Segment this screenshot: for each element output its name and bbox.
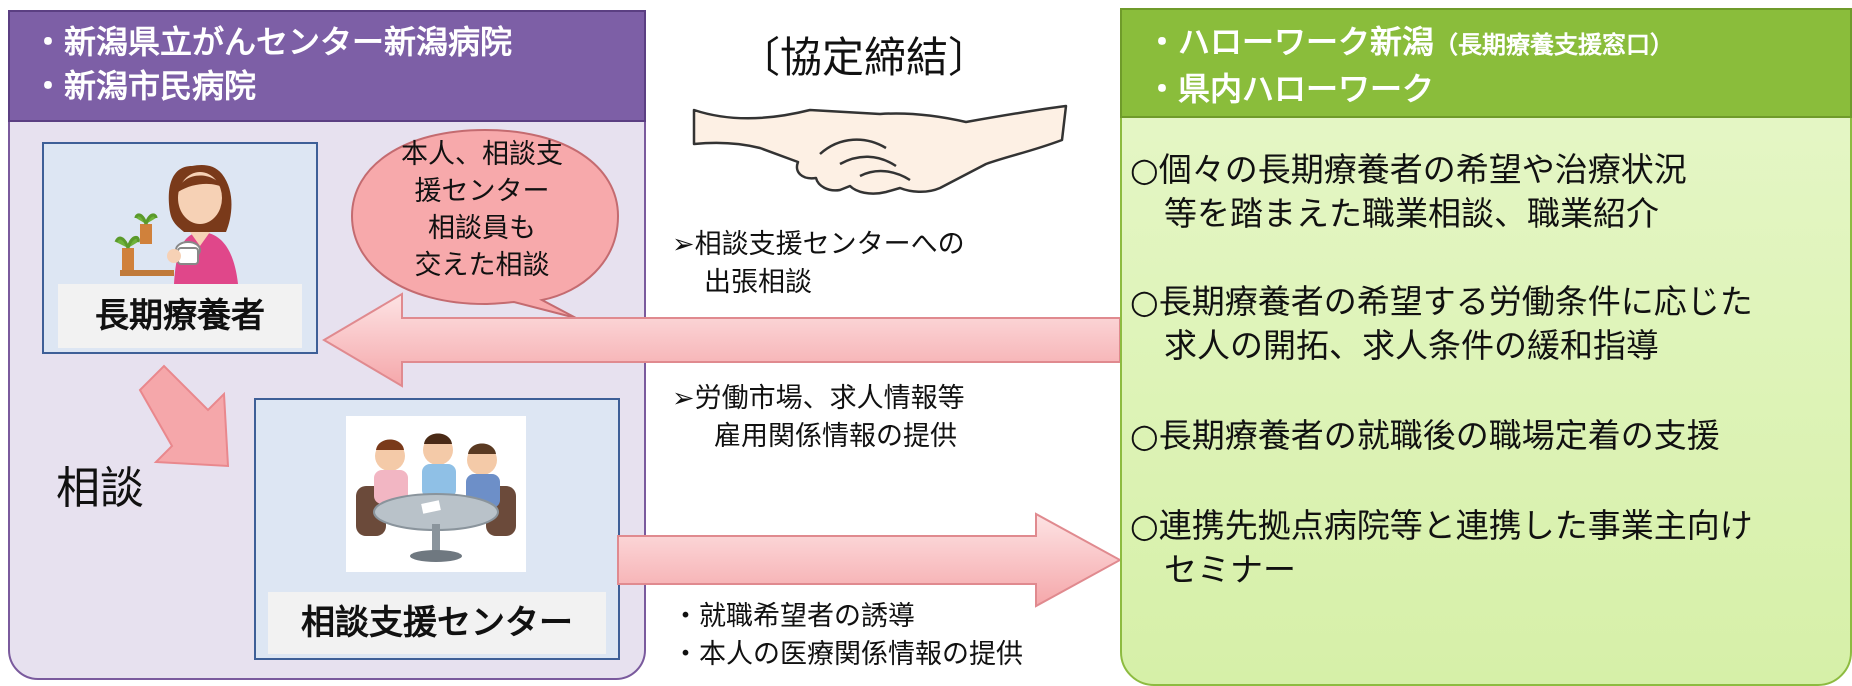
note-labor-line-2: 雇用関係情報の提供	[714, 421, 957, 452]
agreement-label: 〔協定締結〕	[738, 33, 991, 82]
hospital-name-2: ・新潟市民病院	[32, 67, 257, 105]
left-arrow-icon	[322, 292, 1121, 388]
hospital-name-1: ・新潟県立がんセンター新潟病院	[32, 23, 513, 61]
speech-line-2: 援センター	[414, 176, 550, 207]
service-3-line-1: ○長期療養者の就職後の職場定着の支援	[1130, 416, 1720, 455]
hellowork-name-1-sub: （長期療養支援窓口）	[1434, 31, 1675, 59]
service-item-2: ○長期療養者の希望する労働条件に応じた 求人の開拓、求人条件の緩和指導	[1130, 280, 1850, 368]
support-center-label: 相談支援センター	[268, 592, 606, 654]
hellowork-header: ・ハローワーク新潟（長期療養支援窓口） ・県内ハローワーク	[1120, 8, 1852, 118]
note-referral-line-2: ・本人の医療関係情報の提供	[672, 639, 1023, 670]
patient-label: 長期療養者	[58, 284, 302, 348]
hospital-header: ・新潟県立がんセンター新潟病院 ・新潟市民病院	[8, 10, 646, 122]
note-outreach-line-1: ➢相談支援センターへの	[672, 229, 965, 260]
patient-card: 長期療養者	[42, 142, 318, 354]
hellowork-panel	[1120, 8, 1852, 686]
patient-illustration-icon	[114, 164, 238, 284]
right-arrow-icon	[617, 512, 1122, 608]
hellowork-name-1: ・ハローワーク新潟（長期療養支援窓口）	[1146, 20, 1850, 67]
note-outreach-line-2: 出張相談	[704, 267, 812, 298]
service-item-1: ○個々の長期療養者の希望や治療状況 等を踏まえた職業相談、職業紹介	[1130, 148, 1850, 236]
note-referral: ・就職希望者の誘導 ・本人の医療関係情報の提供	[672, 598, 1023, 674]
service-4-line-2: セミナー	[1164, 550, 1296, 589]
speech-text: 本人、相談支 援センター 相談員も 交えた相談	[362, 136, 602, 284]
speech-bubble	[350, 128, 620, 319]
service-item-3: ○長期療養者の就職後の職場定着の支援	[1130, 414, 1850, 458]
meeting-illustration-icon	[346, 416, 526, 572]
handshake-icon	[692, 104, 1068, 195]
note-referral-line-1: ・就職希望者の誘導	[672, 601, 915, 632]
hellowork-name-1-main: ・ハローワーク新潟	[1146, 23, 1435, 61]
note-outreach: ➢相談支援センターへの 出張相談	[672, 226, 965, 302]
consult-label: 相談	[56, 463, 144, 514]
service-1-line-1: ○個々の長期療養者の希望や治療状況	[1130, 150, 1687, 189]
speech-line-4: 交えた相談	[414, 250, 550, 281]
hellowork-name-2: ・県内ハローワーク	[1146, 70, 1435, 108]
note-labor-info: ➢労働市場、求人情報等 雇用関係情報の提供	[672, 380, 965, 456]
service-4-line-1: ○連携先拠点病院等と連携した事業主向け	[1130, 506, 1753, 545]
consult-arrow-icon	[138, 364, 230, 468]
service-item-4: ○連携先拠点病院等と連携した事業主向け セミナー	[1130, 504, 1850, 592]
service-2-line-1: ○長期療養者の希望する労働条件に応じた	[1130, 282, 1753, 321]
service-1-line-2: 等を踏まえた職業相談、職業紹介	[1164, 194, 1659, 233]
service-2-line-2: 求人の開拓、求人条件の緩和指導	[1164, 326, 1659, 365]
support-center-card: 相談支援センター	[254, 398, 620, 660]
speech-line-3: 相談員も	[428, 213, 536, 244]
note-labor-line-1: ➢労働市場、求人情報等	[672, 383, 965, 414]
speech-line-1: 本人、相談支	[401, 139, 563, 170]
